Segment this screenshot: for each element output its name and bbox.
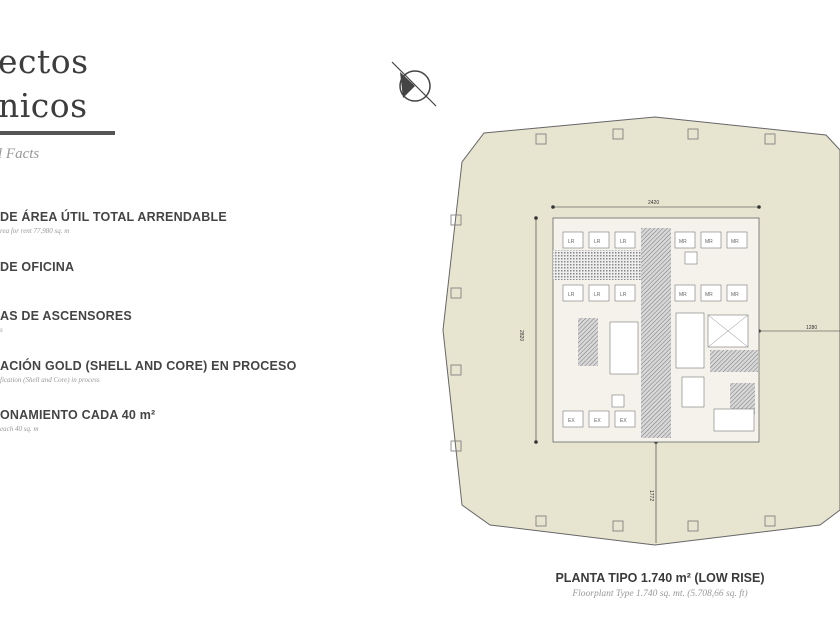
fact-item: AS DE ASCENSORES s xyxy=(0,309,132,334)
svg-text:LR: LR xyxy=(594,292,601,298)
title-divider xyxy=(0,131,115,135)
svg-text:MR: MR xyxy=(679,292,687,298)
page-title-line-1: ectos xyxy=(0,42,89,81)
fact-heading: AS DE ASCENSORES xyxy=(0,309,132,323)
page-title-line-2: nicos xyxy=(0,86,88,125)
elevator-bank-ex: EX EX EX xyxy=(562,410,636,428)
svg-text:MR: MR xyxy=(679,239,687,245)
svg-text:MR: MR xyxy=(705,239,713,245)
svg-text:LR: LR xyxy=(620,239,627,245)
svg-text:LR: LR xyxy=(568,292,575,298)
elevator-bank-mr-lower: MR MR MR xyxy=(674,284,748,302)
svg-text:MR: MR xyxy=(705,292,713,298)
fact-heading: DE OFICINA xyxy=(0,260,75,274)
fact-subtext: fication (Shell and Core) in process xyxy=(0,376,100,384)
floorplan-caption: PLANTA TIPO 1.740 m² (LOW RISE) Floorpla… xyxy=(520,571,800,599)
fact-subtext: s xyxy=(0,326,3,334)
caption-subtext: Floorplant Type 1.740 sq. mt. (5.708,66 … xyxy=(572,589,748,599)
fact-item: ONAMIENTO CADA 40 m² each 40 sq. m xyxy=(0,408,155,433)
fact-heading: ACIÓN GOLD (SHELL AND CORE) EN PROCESO xyxy=(0,359,297,373)
columns xyxy=(450,128,776,532)
svg-text:LR: LR xyxy=(594,239,601,245)
dimension-label-bottom: 1772 xyxy=(648,490,654,501)
svg-text:EX: EX xyxy=(620,418,627,424)
fact-heading: ONAMIENTO CADA 40 m² xyxy=(0,408,156,422)
svg-text:MR: MR xyxy=(731,292,739,298)
building-core xyxy=(552,217,760,443)
elevator-bank-mr-upper: MR MR MR xyxy=(674,231,748,249)
fact-subtext: rea for rent 77,980 sq. m xyxy=(0,227,70,235)
page-subtitle: l Facts xyxy=(0,146,40,162)
fact-item: DE ÁREA ÚTIL TOTAL ARRENDABLE rea for re… xyxy=(0,210,227,235)
fact-heading: DE ÁREA ÚTIL TOTAL ARRENDABLE xyxy=(0,210,227,224)
north-arrow-icon xyxy=(391,61,437,107)
svg-text:EX: EX xyxy=(594,418,601,424)
svg-text:EX: EX xyxy=(568,418,575,424)
fact-subtext: each 40 sq. m xyxy=(0,425,39,433)
caption-heading: PLANTA TIPO 1.740 m² (LOW RISE) xyxy=(555,571,765,585)
fact-item: DE OFICINA xyxy=(0,260,74,277)
svg-text:LR: LR xyxy=(568,239,575,245)
elevator-bank-lr-lower: LR LR LR xyxy=(562,284,636,302)
dimension-label-right: 1280 xyxy=(806,325,817,331)
svg-text:MR: MR xyxy=(731,239,739,245)
dimension-label-top: 2420 xyxy=(648,200,659,206)
elevator-bank-lr-upper: LR LR LR xyxy=(562,231,636,249)
fact-item: ACIÓN GOLD (SHELL AND CORE) EN PROCESO f… xyxy=(0,359,297,384)
svg-text:LR: LR xyxy=(620,292,627,298)
dimension-label-left: 2820 xyxy=(518,330,524,341)
